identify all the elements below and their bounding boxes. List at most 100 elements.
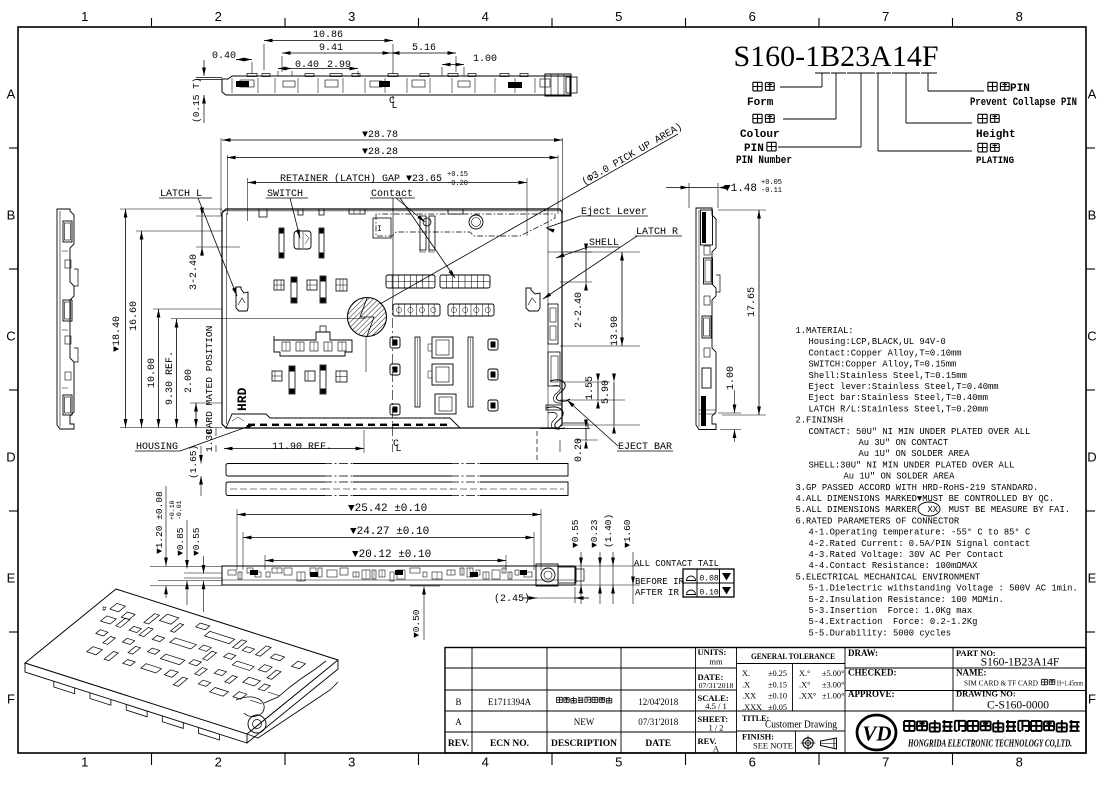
svg-text:Au 1U″ ON SOLDER AREA: Au 1U″ ON SOLDER AREA xyxy=(844,472,956,482)
svg-text:±3.00°: ±3.00° xyxy=(822,680,844,689)
svg-text:ALL CONTACT TAIL: ALL CONTACT TAIL xyxy=(634,558,719,569)
svg-text:-0.01: -0.01 xyxy=(176,500,183,520)
svg-text:▼24.27 ±0.10: ▼24.27 ±0.10 xyxy=(350,526,429,538)
svg-text:2: 2 xyxy=(215,755,222,770)
svg-text:0.40: 0.40 xyxy=(212,51,236,62)
svg-text:PIN: PIN xyxy=(744,143,764,155)
svg-text:7: 7 xyxy=(882,9,889,24)
svg-text:APPROVE:: APPROVE: xyxy=(848,689,895,699)
svg-text:D: D xyxy=(6,450,15,465)
svg-text:±0.10: ±0.10 xyxy=(768,692,787,701)
svg-text:▼0.55: ▼0.55 xyxy=(191,527,202,556)
svg-text:-0.20: -0.20 xyxy=(447,180,468,188)
svg-text:PLATING: PLATING xyxy=(976,155,1014,167)
svg-text:Colour: Colour xyxy=(740,129,780,141)
svg-text:C-S160-0000: C-S160-0000 xyxy=(987,700,1049,712)
svg-text:E: E xyxy=(1088,571,1097,586)
svg-text:0.08: 0.08 xyxy=(700,575,719,584)
svg-text:Au 3U″ ON CONTACT: Au 3U″ ON CONTACT xyxy=(859,438,949,448)
svg-text:3: 3 xyxy=(348,9,355,24)
svg-text:A: A xyxy=(713,744,720,754)
svg-text:A: A xyxy=(455,717,462,727)
svg-text:07/31'2018: 07/31'2018 xyxy=(638,717,679,727)
svg-text:1 / 2: 1 / 2 xyxy=(708,723,723,733)
svg-text:5-5.Durability: 5000 cycles: 5-5.Durability: 5000 cycles xyxy=(809,628,952,638)
svg-text:PIN: PIN xyxy=(1010,83,1030,95)
svg-text:D: D xyxy=(1087,450,1096,465)
svg-text:#: # xyxy=(102,606,106,614)
svg-text:X.°: X.° xyxy=(799,669,810,678)
svg-text:DRAWING NO:: DRAWING NO: xyxy=(956,689,1016,699)
svg-text:PIN Number: PIN Number xyxy=(736,155,792,167)
svg-text:L: L xyxy=(392,101,398,112)
svg-text:6: 6 xyxy=(749,755,756,770)
svg-text:F: F xyxy=(7,692,15,707)
svg-text:CARD MATED POSITION: CARD MATED POSITION xyxy=(204,326,215,434)
svg-text:A: A xyxy=(1088,87,1097,102)
svg-text:▼0.23: ▼0.23 xyxy=(589,519,600,548)
svg-text:5.90: 5.90 xyxy=(601,380,612,404)
svg-text:0.40: 0.40 xyxy=(295,60,319,71)
svg-text:3.GP PASSED ACCORD WITH HRD-Ro: 3.GP PASSED ACCORD WITH HRD-RoHS-219 STA… xyxy=(796,483,1039,493)
svg-text:C: C xyxy=(6,329,15,344)
svg-text:13.90: 13.90 xyxy=(610,316,621,346)
svg-text:SWITCH:Copper Alloy,T=0.15mm: SWITCH:Copper Alloy,T=0.15mm xyxy=(809,360,957,370)
svg-text:6.RATED PARAMETERS OF CONNECTO: 6.RATED PARAMETERS OF CONNECTOR xyxy=(796,516,960,526)
svg-text:0.10: 0.10 xyxy=(700,589,719,598)
svg-text:B: B xyxy=(1088,208,1097,223)
svg-text:8: 8 xyxy=(1016,755,1023,770)
svg-text:5-4.Extraction Force: 0.2-1.2: 5-4.Extraction Force: 0.2-1.2Kg xyxy=(809,617,978,627)
svg-text:1.55: 1.55 xyxy=(585,376,596,400)
svg-text:4-1.Operating temperature: -55: 4-1.Operating temperature: -55° C to 85°… xyxy=(809,528,1031,538)
svg-text:10.00: 10.00 xyxy=(147,358,158,388)
svg-text:S160-1B23A14F: S160-1B23A14F xyxy=(733,40,938,73)
svg-text:E: E xyxy=(7,571,16,586)
svg-text:ECN NO.: ECN NO. xyxy=(490,739,529,749)
svg-text:GENERAL TOLERANCE: GENERAL TOLERANCE xyxy=(751,651,835,661)
svg-text:5.ALL DIMENSIONS MARKER XX M: 5.ALL DIMENSIONS MARKER XX MUST BE MEASU… xyxy=(796,505,1071,515)
svg-text:7: 7 xyxy=(882,755,889,770)
svg-text:4-2.Rated Current: 0.5A/PIN Si: 4-2.Rated Current: 0.5A/PIN Signal conta… xyxy=(809,539,1031,549)
svg-text:±1.00°: ±1.00° xyxy=(822,692,844,701)
svg-text:DATE: DATE xyxy=(645,739,671,749)
svg-text:Shell:Stainless Steel,T=0.15mm: Shell:Stainless Steel,T=0.15mm xyxy=(809,371,967,381)
svg-text:5-3.Insertion Force: 1.0Kg ma: 5-3.Insertion Force: 1.0Kg max xyxy=(809,606,973,616)
svg-text:Housing:LCP,BLACK,UL 94V-0: Housing:LCP,BLACK,UL 94V-0 xyxy=(809,337,946,347)
svg-text:B: B xyxy=(455,697,461,707)
svg-text:DRAW:: DRAW: xyxy=(848,648,878,658)
svg-text:.XX°: .XX° xyxy=(799,692,816,701)
svg-text:Eject bar:Stainless Steel,T=0.: Eject bar:Stainless Steel,T=0.40mm xyxy=(809,393,989,403)
svg-text:5-1.Dielectric withstanding Vo: 5-1.Dielectric withstanding Voltage : 50… xyxy=(809,584,1078,594)
svg-text:12/04'2018: 12/04'2018 xyxy=(638,697,679,707)
svg-text:9.30 REF.: 9.30 REF. xyxy=(165,351,176,405)
svg-text:2.99: 2.99 xyxy=(327,60,351,71)
svg-text:F: F xyxy=(1088,692,1096,707)
svg-text:07/31'2018: 07/31'2018 xyxy=(699,681,734,690)
svg-text:Customer Drawing: Customer Drawing xyxy=(765,720,838,731)
svg-text:4: 4 xyxy=(482,9,489,24)
svg-text:A: A xyxy=(7,87,16,102)
svg-text:(2.45): (2.45) xyxy=(494,593,530,605)
svg-text:X.: X. xyxy=(742,669,750,678)
svg-text:5: 5 xyxy=(615,9,622,24)
svg-text:-0.11: -0.11 xyxy=(761,187,782,195)
svg-text:4-3.Rated Voltage: 30V AC Per: 4-3.Rated Voltage: 30V AC Per Contact xyxy=(809,550,1004,560)
svg-text:(1.65): (1.65) xyxy=(188,445,199,479)
svg-text:10.86: 10.86 xyxy=(313,30,343,41)
svg-text:1.00: 1.00 xyxy=(473,54,497,65)
svg-text:SEE NOTE: SEE NOTE xyxy=(753,741,793,751)
svg-text:(1.40): (1.40) xyxy=(603,514,614,548)
svg-text:5-2.Insulation Resistance: 100: 5-2.Insulation Resistance: 100 MΩMin. xyxy=(809,595,1004,605)
svg-text:▼0.85: ▼0.85 xyxy=(175,527,186,556)
svg-text:11.90 REF.: 11.90 REF. xyxy=(272,442,332,453)
svg-text:HONGRIDA ELECTRONIC TECHNOLOGY: HONGRIDA ELECTRONIC TECHNOLOGY CO,LTD. xyxy=(907,739,1072,750)
svg-text:+0.05: +0.05 xyxy=(761,179,782,187)
svg-text:1: 1 xyxy=(81,9,88,24)
svg-text:H=1.45mm: H=1.45mm xyxy=(1057,679,1083,688)
svg-text:Contact:Copper Alloy,T=0.10mm: Contact:Copper Alloy,T=0.10mm xyxy=(809,348,962,358)
svg-text:±0.15: ±0.15 xyxy=(768,680,787,689)
svg-text:LATCH R/L:Stainless Steel,T=0.: LATCH R/L:Stainless Steel,T=0.20mm xyxy=(809,404,989,414)
svg-text:REV.: REV. xyxy=(448,739,469,749)
svg-text:2: 2 xyxy=(215,9,222,24)
svg-text:HRD: HRD xyxy=(235,387,250,411)
